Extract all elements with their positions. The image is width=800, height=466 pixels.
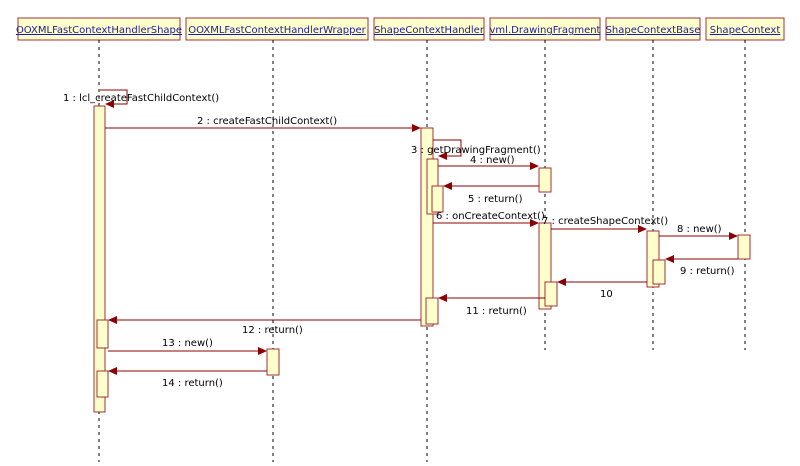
activation-bar: [266, 348, 280, 376]
activation-bar: [93, 105, 106, 413]
participant-ooxml-fast-context-handler-shape[interactable]: OOXMLFastContextHandlerShape: [16, 17, 182, 41]
activation-bar: [544, 281, 558, 307]
message-label: 11 : return(): [466, 306, 527, 317]
participant-shape-context-base[interactable]: ShapeContextBase: [605, 17, 701, 41]
message-arrow: [433, 139, 462, 160]
activation-bar: [652, 259, 666, 285]
message-label: 4 : new(): [470, 155, 515, 166]
message-label: 5 : return(): [468, 194, 523, 205]
activation-bar: [737, 234, 751, 260]
participant-name: OOXMLFastContextHandlerShape: [16, 25, 182, 36]
activation-bar: [538, 167, 552, 193]
activation-bar: [96, 319, 109, 349]
participant-vml-drawing-fragment[interactable]: vml.DrawingFragment: [489, 17, 601, 41]
activation-bar: [425, 297, 439, 325]
message-label: 12 : return(): [242, 325, 303, 336]
message-label: 8 : new(): [677, 224, 722, 235]
message-label: 10: [600, 289, 613, 300]
message-arrow: [100, 89, 128, 108]
message-label: 7 : createShapeContext(): [542, 216, 668, 227]
message-label: 3 : getDrawingFragment(): [411, 145, 541, 156]
message-label: 2 : createFastChildContext(): [197, 116, 337, 127]
activation-bar: [96, 370, 109, 398]
participant-shape-context-handler[interactable]: ShapeContextHandler: [373, 17, 485, 41]
message-label: 13 : new(): [162, 338, 213, 349]
message-label: 9 : return(): [680, 266, 735, 277]
message-label: 6 : onCreateContext(): [436, 211, 545, 222]
message-label: 1 : lcl_createFastChildContext(): [63, 93, 219, 104]
participant-ooxml-fast-context-handler-wrapper[interactable]: OOXMLFastContextHandlerWrapper: [185, 17, 369, 41]
activation-bar: [420, 127, 434, 327]
participant-name: ShapeContext: [710, 25, 781, 36]
message-label: 14 : return(): [162, 378, 223, 389]
participant-name: vml.DrawingFragment: [490, 25, 601, 36]
participant-name: OOXMLFastContextHandlerWrapper: [188, 25, 366, 36]
activation-bar: [431, 185, 444, 213]
participant-name: ShapeContextHandler: [374, 25, 485, 36]
participant-name: ShapeContextBase: [606, 25, 701, 36]
participant-shape-context[interactable]: ShapeContext: [705, 17, 785, 41]
